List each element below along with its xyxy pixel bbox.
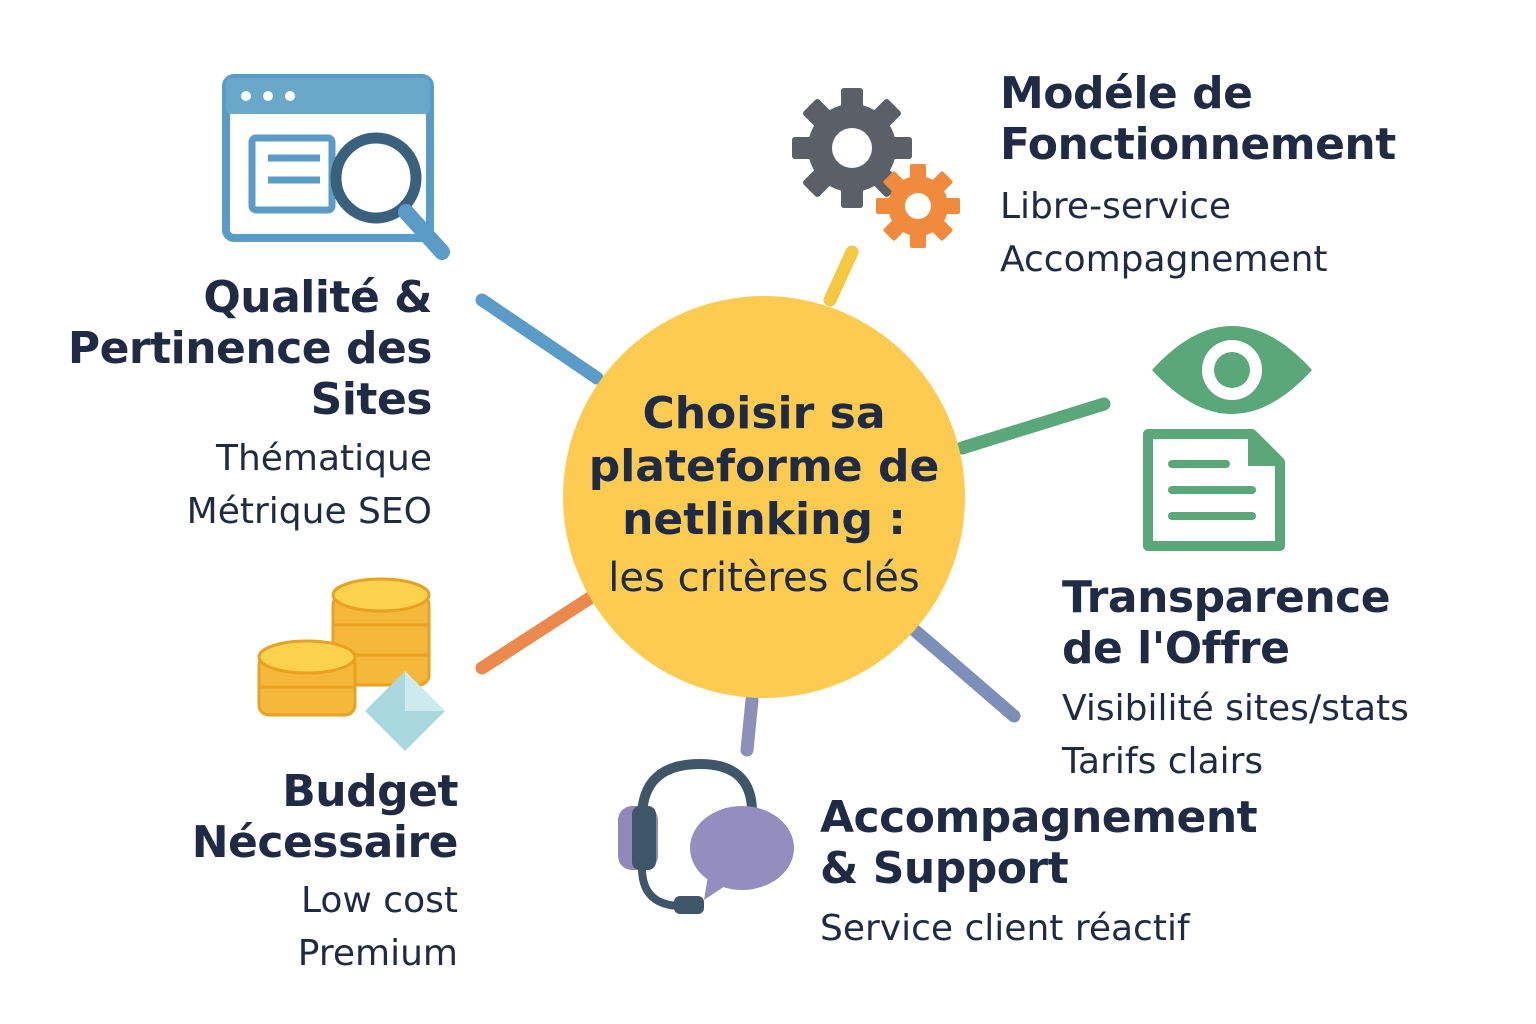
quality-title: Qualité & Pertinence des Sites	[67, 272, 433, 425]
budget-title-1: Budget	[282, 766, 458, 817]
connector-quality	[475, 293, 604, 385]
center-title-1: Choisir sa	[642, 387, 886, 439]
center-circle: Choisir sa plateforme de netlinking : le…	[563, 296, 965, 698]
connector-support	[740, 693, 759, 757]
browser-search-icon	[222, 74, 450, 260]
center-title-3: netlinking :	[622, 493, 906, 545]
model-title-2: Fonctionnement	[1000, 119, 1396, 170]
support-item: Service client réactif	[820, 908, 1190, 949]
transparency-title-2: de l'Offre	[1062, 623, 1290, 674]
center-subtitle: les critères clés	[608, 554, 920, 601]
transparency-item: Tarifs clairs	[1062, 741, 1264, 782]
eye-document-icon	[1143, 326, 1312, 551]
support-title-1: Accompagnement	[820, 792, 1258, 843]
budget-item: Low cost	[300, 880, 458, 921]
model-title-1: Modéle de	[1000, 68, 1253, 119]
transparency-item: Visibilité sites/stats	[1062, 688, 1409, 729]
transparency-title-1: Transparence	[1062, 572, 1391, 623]
model-item: Accompagnement	[1000, 239, 1328, 280]
connector-budget	[475, 591, 597, 675]
center-title-2: plateforme de	[588, 440, 940, 492]
connector-model	[823, 245, 859, 307]
connector-transparency-lower	[905, 621, 1021, 723]
budget-title-2: Nécessaire	[191, 817, 459, 868]
model-item: Libre-service	[1000, 186, 1232, 227]
coins-icon	[257, 577, 445, 751]
headset-chat-icon	[618, 758, 794, 914]
quality-item: Thématique	[215, 438, 432, 479]
quality-title-2: Pertinence des	[67, 323, 433, 374]
quality-title-1: Qualité &	[203, 272, 432, 323]
budget-item: Premium	[297, 933, 458, 974]
quality-title-3: Sites	[310, 374, 433, 425]
support-title-2: & Support	[820, 843, 1069, 894]
quality-item: Métrique SEO	[186, 491, 432, 532]
gears-icon	[792, 88, 960, 248]
connector-transparency	[955, 397, 1111, 455]
